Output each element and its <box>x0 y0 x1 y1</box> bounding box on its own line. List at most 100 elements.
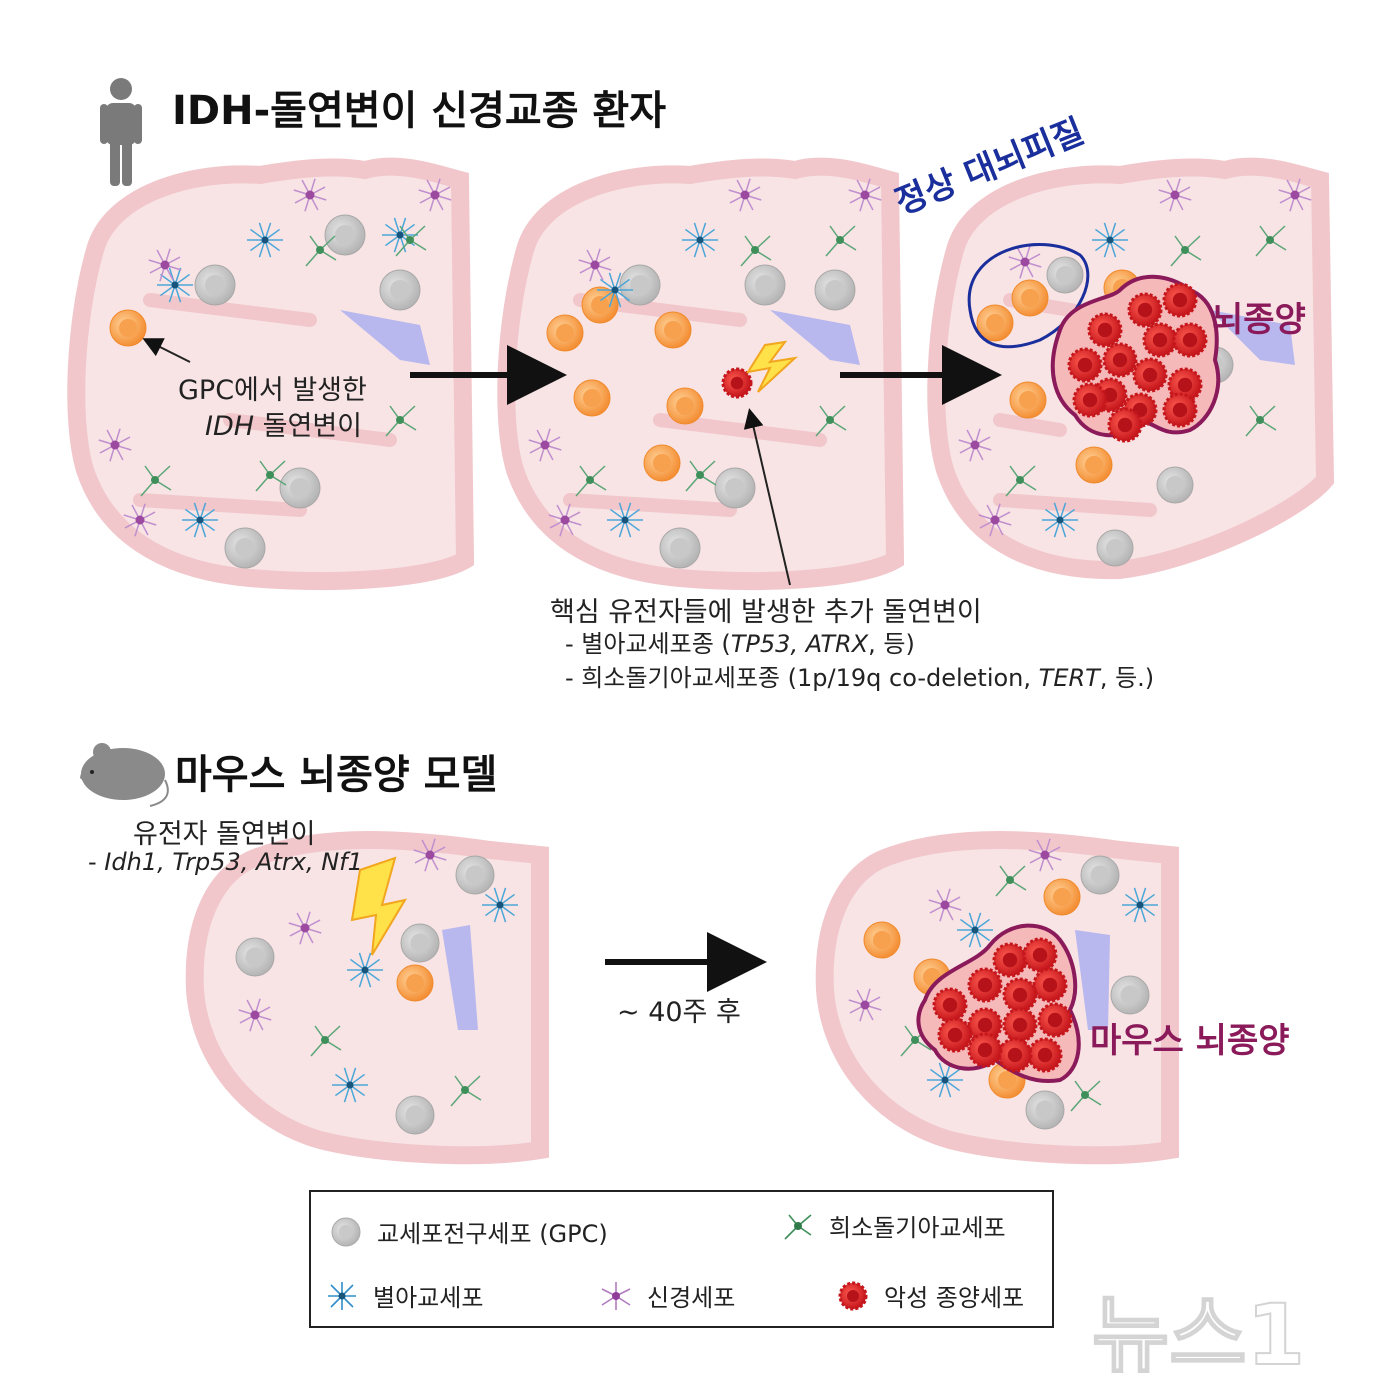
gpc-cell <box>400 923 440 963</box>
malignant-cell <box>721 367 753 399</box>
ventricle <box>770 310 860 365</box>
malignant-cell <box>967 1032 1003 1068</box>
malignant-cell <box>992 942 1028 978</box>
malignant-cell <box>1072 382 1108 418</box>
mutant-gpc-cell <box>666 387 704 425</box>
neuron-cell <box>1008 245 1042 279</box>
neuron-cell <box>418 178 452 212</box>
mutant-gpc-cell <box>863 921 901 959</box>
mouse-section-title: 마우스 뇌종양 모델 <box>175 752 498 798</box>
legend-neuron-label: 신경세포 <box>647 1284 736 1312</box>
ventricle <box>442 925 478 1030</box>
mutant-gpc-cell <box>581 286 619 324</box>
malignant-cell <box>997 1037 1033 1073</box>
mutant-gpc-cell <box>1011 279 1049 317</box>
legend-oligo-label: 희소돌기아교세포 <box>829 1214 1006 1242</box>
neuron-cell <box>123 503 157 537</box>
oligodendroglioma-line: - 희소돌기아교세포종 (1p/19q co-deletion, TERT, 등… <box>565 664 1155 692</box>
mutation-pointer <box>743 408 791 586</box>
gpc-cell <box>714 467 756 509</box>
gpc-cell <box>324 214 366 256</box>
malignant-cell <box>1172 322 1208 358</box>
mutant-gpc-cell <box>396 964 434 1002</box>
gpc-cell <box>814 269 856 311</box>
neuron-cell <box>848 178 882 212</box>
malignant-cell <box>1002 977 1038 1013</box>
astrocyte-cell <box>247 222 283 258</box>
malignant-cell <box>1127 292 1163 328</box>
mutant-gpc-cell <box>643 444 681 482</box>
ventricle <box>1210 310 1295 365</box>
gpc-cell <box>194 264 236 306</box>
neuron-cell <box>293 178 327 212</box>
malignant-cell <box>1002 1007 1038 1043</box>
astrocytoma-line: - 별아교세포종 (TP53, ATRX, 등) <box>565 630 915 658</box>
gpc-cell <box>619 264 661 306</box>
neuron-cell <box>578 248 612 282</box>
gpc-cell <box>235 937 275 977</box>
gpc-cell <box>659 527 701 569</box>
gpc-cell <box>455 855 495 895</box>
malignant-cell <box>1142 322 1178 358</box>
legend-box: 교세포전구세포 (GPC) 희소돌기아교세포 별아교세포 신경세포 악성 종양세… <box>309 1190 1054 1328</box>
astrocyte-cell <box>597 272 633 308</box>
astrocyte-cell <box>182 502 218 538</box>
gpc-cell <box>744 264 786 306</box>
gpc-cell <box>379 269 421 311</box>
mutant-gpc-cell <box>1009 381 1047 419</box>
neuron-cell <box>238 998 272 1032</box>
malignant-cell <box>1102 342 1138 378</box>
oligodendrocyte-cell <box>140 465 172 497</box>
oligodendrocyte-cell <box>575 465 607 497</box>
extra-mutation-title: 핵심 유전자들에 발생한 추가 돌연변이 <box>550 597 982 628</box>
brain-section-1 <box>67 157 475 590</box>
oligodendrocyte-cell <box>305 235 337 267</box>
legend-gpc: 교세포전구세포 (GPC) <box>329 1214 608 1249</box>
astrocyte-cell <box>1122 887 1158 923</box>
mutant-gpc-cell <box>654 311 692 349</box>
oligodendrocyte-cell <box>995 865 1027 897</box>
malignant-cell <box>1027 1037 1063 1073</box>
astrocyte-cell <box>682 222 718 258</box>
news1-watermark: 뉴스1 <box>1091 1285 1306 1385</box>
malignant-cell <box>1107 407 1143 443</box>
oligodendrocyte-cell <box>1070 1080 1102 1112</box>
oligodendrocyte-cell <box>255 460 287 492</box>
gpc-cell <box>395 1095 435 1135</box>
malignant-cell <box>1162 392 1198 428</box>
malignant-cell <box>1067 347 1103 383</box>
legend-malignant: 악성 종양세포 <box>836 1278 1024 1313</box>
gpc-cell <box>224 527 266 569</box>
mouse-tumor-label: 마우스 뇌종양 <box>1090 1021 1290 1061</box>
gpc-cell <box>1046 256 1084 294</box>
neuron-cell <box>728 178 762 212</box>
legend-astro: 별아교세포 <box>325 1278 483 1313</box>
neuron-icon <box>601 1281 631 1310</box>
astrocyte-cell <box>157 267 193 303</box>
oligodendrocyte-icon <box>784 1213 812 1240</box>
oligodendrocyte-cell <box>685 460 717 492</box>
malignant-cell <box>1087 312 1123 348</box>
mouse-icon <box>80 743 169 807</box>
neuron-cell <box>1028 838 1062 872</box>
mutant-gpc-cell <box>573 379 611 417</box>
malignant-cell <box>1132 357 1168 393</box>
brain-section-2 <box>497 157 905 590</box>
gpc-cell <box>1080 855 1120 895</box>
neuron-cell <box>288 911 322 945</box>
neuron-cell <box>148 248 182 282</box>
neuron-cell <box>978 503 1012 537</box>
gpc-pointer <box>142 338 191 363</box>
oligodendrocyte-cell <box>1005 465 1037 497</box>
mouse-mutation-genes: - Idh1, Trp53, Atrx, Nf1 <box>88 848 363 876</box>
oligodendrocyte-cell <box>1255 225 1287 257</box>
gpc-cell <box>1156 466 1194 504</box>
gpc-cell <box>1096 529 1134 567</box>
neuron-cell <box>528 428 562 462</box>
mouse-brain-section-1 <box>185 831 549 1165</box>
human-icon <box>100 78 142 186</box>
ventricle <box>340 310 430 365</box>
gpc-cell-icon <box>331 1217 361 1246</box>
oligodendrocyte-cell <box>310 1025 342 1057</box>
